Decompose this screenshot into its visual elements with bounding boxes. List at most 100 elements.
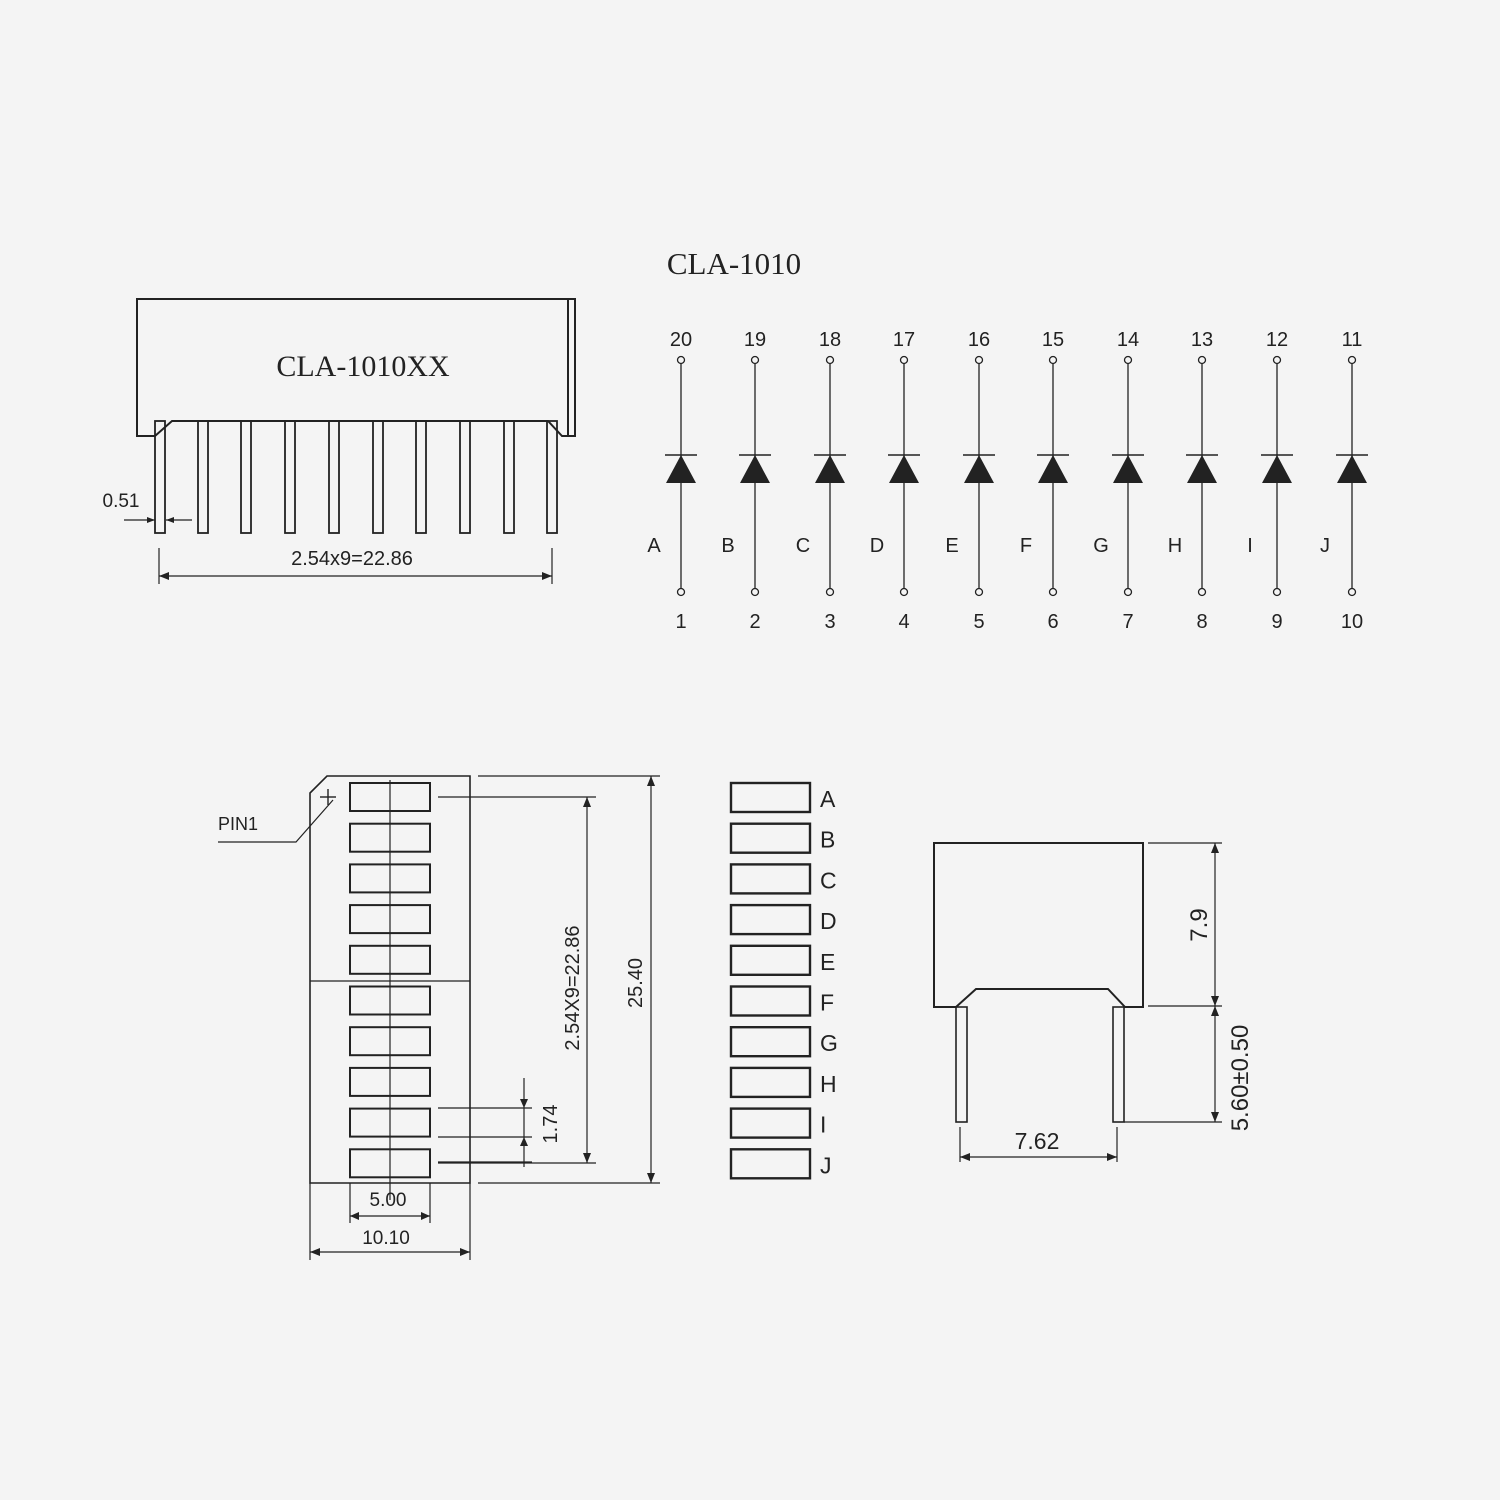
legend-segment-letter: F (820, 990, 834, 1016)
side-view-body-label: CLA-1010XX (276, 350, 450, 383)
pinlen-arrowhead-bottom (1211, 1112, 1219, 1122)
bottom-pin-terminal (1197, 587, 1207, 597)
segment-letter: E (945, 535, 958, 557)
segment-width-dimension: 5.00 (370, 1190, 407, 1211)
top-pin-terminal (1272, 355, 1282, 365)
diode-icon (1113, 455, 1143, 483)
legend-segment-letter: G (820, 1030, 838, 1056)
legend-segment-letter: C (820, 867, 837, 893)
legend-segment-box (729, 985, 812, 1017)
end-view-pin-left (955, 1006, 968, 1123)
pitch-v-arrowhead-bottom (583, 1153, 591, 1163)
legend-segment-box (729, 944, 812, 976)
legend-segment-box (729, 1066, 812, 1099)
segment-letter: G (1093, 535, 1109, 557)
bottom-pin-number: 6 (1047, 611, 1058, 633)
bottom-pin-number: 1 (675, 611, 686, 633)
front-view-segment (349, 985, 431, 1016)
bodyw-arrowhead-right (460, 1248, 470, 1256)
side-view-pin (415, 420, 427, 534)
bottom-pin-terminal (1347, 587, 1357, 597)
top-pin-number: 11 (1342, 329, 1363, 351)
top-pin-number: 18 (819, 329, 841, 351)
end-view-pin-right (1112, 1006, 1125, 1123)
side-view-pin (328, 420, 340, 534)
legend-segment-box (729, 1025, 812, 1058)
bottom-pin-terminal (899, 587, 909, 597)
front-view-segment (349, 1148, 431, 1179)
side-view-pin (459, 420, 471, 534)
front-view-segment (349, 1107, 431, 1138)
body-height-dimension: 7.9 (1186, 908, 1213, 941)
legend-segment-letter: D (820, 908, 837, 934)
pin-width-dimension: 0.51 (103, 491, 140, 512)
side-view-pins (154, 420, 558, 534)
top-pin-terminal (1123, 355, 1133, 365)
top-pin-terminal (974, 355, 984, 365)
pitch-arrowhead-left (159, 572, 169, 580)
side-view-pin (197, 420, 209, 534)
side-view-pin (240, 420, 252, 534)
front-view: PIN1 2.54X9=22.86 25.40 1.74 5.00 (218, 775, 660, 1260)
top-pin-number: 20 (670, 329, 692, 351)
bodyh-arrowhead-top (1211, 843, 1219, 853)
segment-letter: C (796, 535, 810, 557)
bottom-pin-terminal (676, 587, 686, 597)
bottom-pin-terminal (825, 587, 835, 597)
top-pin-number: 14 (1117, 329, 1139, 351)
segment-letter: A (647, 535, 661, 557)
height-dimension: 25.40 (625, 958, 647, 1008)
front-view-segment (349, 822, 431, 853)
legend-segment-letter: A (820, 786, 836, 812)
legend-segment-letter: I (820, 1112, 826, 1138)
rowsp-arrowhead-right (1107, 1153, 1117, 1161)
side-view-pin (546, 420, 558, 534)
legend-segment-letter: H (820, 1071, 837, 1097)
diagram-title: CLA-1010 (667, 246, 801, 281)
top-pin-terminal (1048, 355, 1058, 365)
top-pin-terminal (1197, 355, 1207, 365)
pitch-v-dimension: 2.54X9=22.86 (562, 925, 584, 1050)
diode-icon (1262, 455, 1292, 483)
top-pin-terminal (750, 355, 760, 365)
pin1-leader (218, 799, 334, 843)
pin-width-arrowhead-left (147, 517, 155, 523)
legend-segment-box (729, 781, 812, 814)
diode-icon (1187, 455, 1217, 483)
bottom-pin-number: 8 (1196, 611, 1207, 633)
diode-icon (964, 455, 994, 483)
pin-length-dimension: 5.60±0.50 (1227, 1025, 1254, 1132)
circuit-schematic: 20A119B218C317D416E515F614G713H812I911J1… (647, 329, 1368, 633)
bottom-pin-number: 10 (1341, 611, 1363, 633)
segment-letter: D (870, 535, 884, 557)
top-pin-number: 12 (1266, 329, 1288, 351)
pitch-arrowhead-right (542, 572, 552, 580)
front-view-segments (349, 782, 431, 1179)
bottom-pin-number: 7 (1122, 611, 1133, 633)
bottom-pin-number: 3 (824, 611, 835, 633)
bottom-pin-number: 2 (749, 611, 760, 633)
bottom-pin-terminal (750, 587, 760, 597)
legend-segment-letter: E (820, 949, 835, 975)
segment-letter: H (1168, 535, 1182, 557)
pin-width-arrowhead-right (166, 517, 174, 523)
legend-segment-letter: B (820, 827, 835, 853)
height-arrowhead-bottom (647, 1173, 655, 1183)
side-view-pin (503, 420, 515, 534)
diode-icon (666, 455, 696, 483)
bodyh-arrowhead-bottom (1211, 996, 1219, 1006)
bottom-pin-number: 9 (1271, 611, 1282, 633)
segment-letter: I (1247, 535, 1253, 557)
pitch-dimension: 2.54x9=22.86 (291, 548, 413, 570)
side-view-pin (154, 420, 166, 534)
bodyw-arrowhead-left (310, 1248, 320, 1256)
front-view-segment (349, 1066, 431, 1097)
diode-icon (1337, 455, 1367, 483)
bottom-pin-terminal (1272, 587, 1282, 597)
legend-segment-box (729, 1107, 812, 1139)
segment-letter: B (721, 535, 734, 557)
top-pin-terminal (825, 355, 835, 365)
top-pin-terminal (899, 355, 909, 365)
